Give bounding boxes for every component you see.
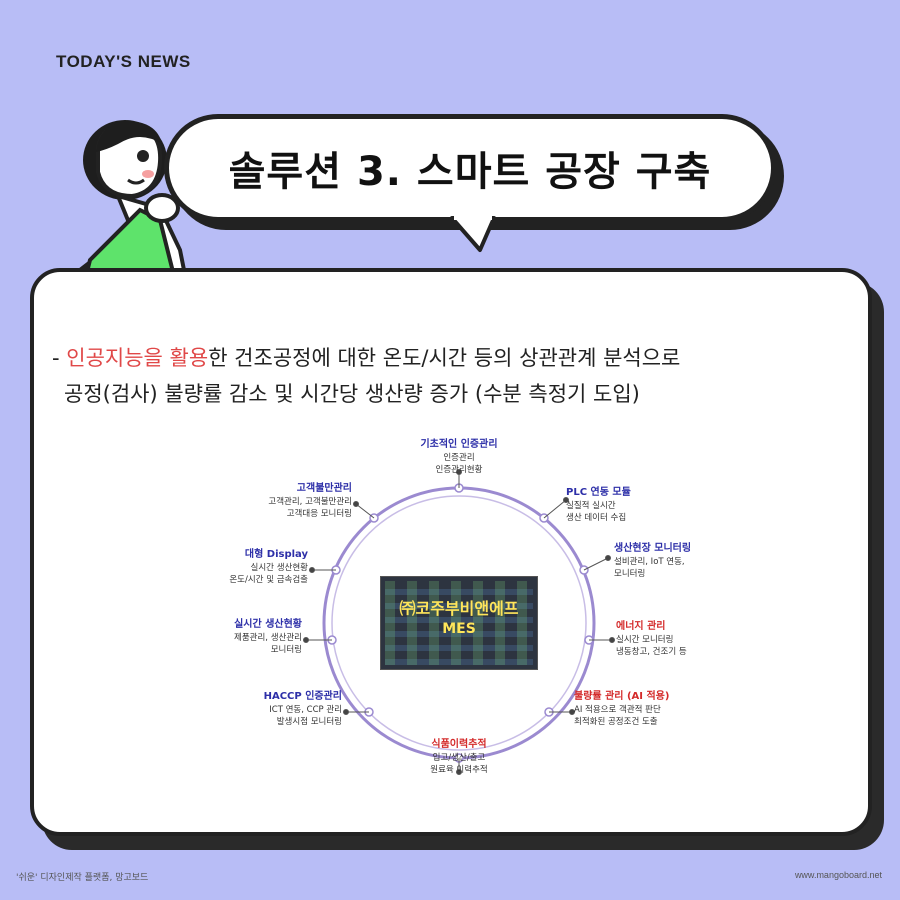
node-plc: PLC 연동 모듈 실질적 실시간 생산 데이터 수집 [566, 487, 631, 523]
node-certification: 기초적인 인증관리 인증관리 인증관리현황 [420, 439, 498, 475]
desc-line1: 한 건조공정에 대한 온도/시간 등의 상관관계 분석으로 [208, 346, 681, 370]
bubble-tail [450, 214, 496, 252]
node-traceability: 식품이력추적 입고/생산/출고 원료육 이력추적 [430, 739, 488, 775]
desc-line2: 공정(검사) 불량률 감소 및 시간당 생산량 증가 (수분 측정기 도입) [64, 382, 640, 406]
content-card: - 인공지능을 활용한 건조공정에 대한 온도/시간 등의 상관관계 분석으로 … [30, 268, 872, 836]
node-energy: 에너지 관리 실시간 모니터링 냉동창고, 건조기 등 [616, 621, 687, 657]
diagram-circle [303, 469, 615, 775]
mes-label: MES [442, 621, 476, 637]
description-text: - 인공지능을 활용한 건조공정에 대한 온도/시간 등의 상관관계 분석으로 … [52, 340, 852, 412]
footer-url[interactable]: www.mangoboard.net [794, 870, 882, 880]
header-tag: TODAY'S NEWS [56, 52, 191, 71]
desc-highlight: 인공지능을 활용 [66, 346, 209, 370]
desc-prefix: - [52, 346, 67, 370]
node-display: 대형 Display 실시간 생산현황 온도/시간 및 금속검출 [229, 549, 308, 585]
node-site-monitoring: 생산현장 모니터링 설비관리, IoT 연동, 모니터링 [614, 543, 692, 579]
mes-diagram: ㈜코주부비앤에프 MES 기초적인 인증관리 인증관리 인증관리현황 PLC 연… [194, 439, 754, 790]
footer-credit: '쉬운' 디자인제작 플랫폼, 망고보드 [16, 873, 149, 883]
node-haccp: HACCP 인증관리 ICT 연동, CCP 관리 발생시점 모니터링 [263, 691, 342, 727]
mes-dashboard: ㈜코주부비앤에프 MES [380, 576, 538, 670]
mes-company: ㈜코주부비앤에프 [399, 599, 519, 618]
node-defect: 불량률 관리 (AI 적용) AI 적용으로 객관적 판단 최적화된 공정조건 … [574, 691, 670, 727]
node-realtime-status: 실시간 생산현황 제품관리, 생산관리 모니터링 [234, 619, 302, 655]
node-complaint: 고객불만관리 고객관리, 고객불만관리 고객대응 모니터링 [268, 483, 352, 519]
title-bubble: 솔루션 3. 스마트 공장 구축 [164, 114, 776, 222]
page-title: 솔루션 3. 스마트 공장 구축 [228, 149, 712, 195]
